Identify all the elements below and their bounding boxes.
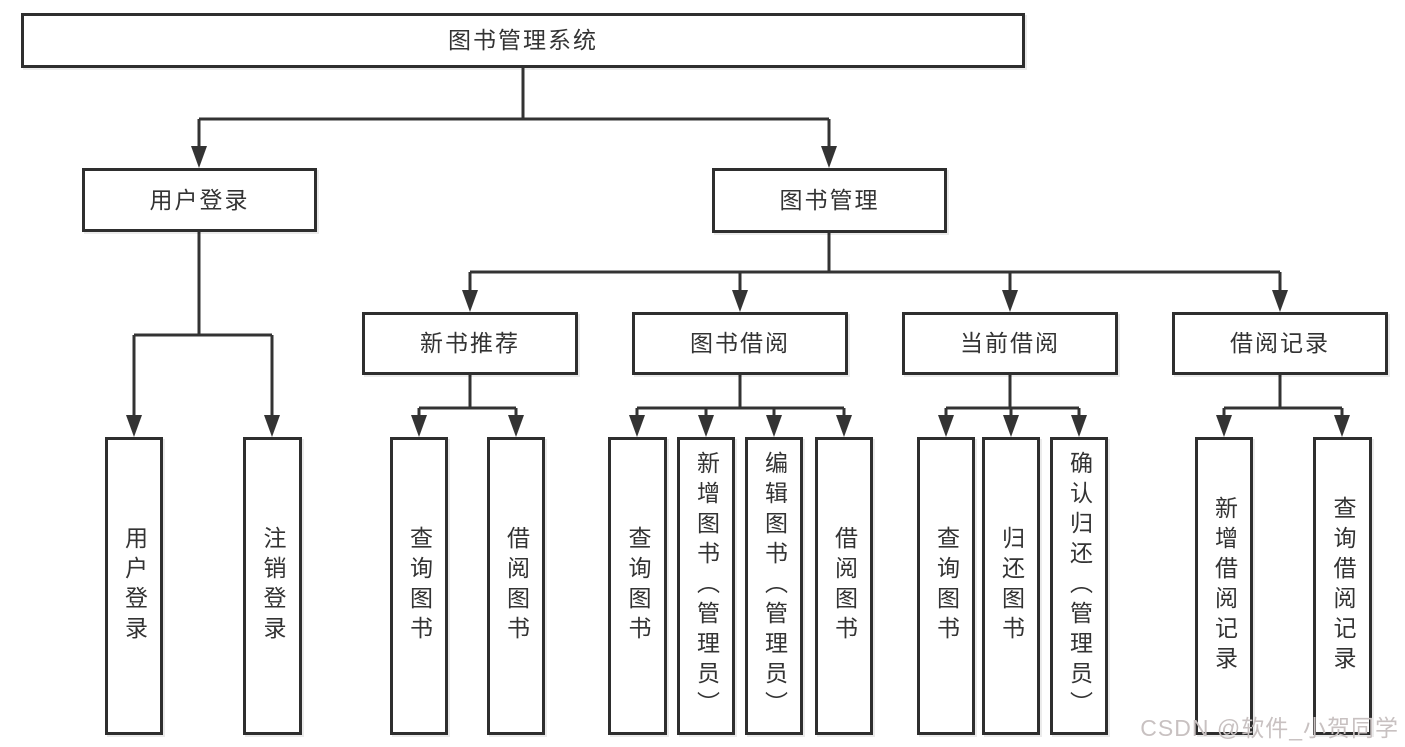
leaf-confirm-return-admin: 确认归还（管理员） xyxy=(1050,437,1108,735)
node-new-book-recommend: 新书推荐 xyxy=(362,312,578,375)
leaf-edit-books-admin: 编辑图书（管理员） xyxy=(745,437,803,735)
csdn-watermark: CSDN @软件_小贺同学 xyxy=(1140,715,1399,741)
node-current-borrow: 当前借阅 xyxy=(902,312,1118,375)
leaf-query-books-recommend-label: 查询图书 xyxy=(406,526,433,646)
node-root-library-system: 图书管理系统 xyxy=(21,13,1025,68)
leaf-query-books-current-label: 查询图书 xyxy=(933,526,960,646)
leaf-edit-books-admin-label: 编辑图书（管理员） xyxy=(761,451,788,721)
node-borrow-record-label: 借阅记录 xyxy=(1230,330,1330,356)
node-user-login-label: 用户登录 xyxy=(149,186,250,213)
leaf-query-books-borrow: 查询图书 xyxy=(608,437,667,735)
node-user-login: 用户登录 xyxy=(82,168,317,232)
leaf-return-books-label: 归还图书 xyxy=(998,526,1025,646)
leaf-user-login: 用户登录 xyxy=(105,437,163,735)
leaf-query-borrow-record-label: 查询借阅记录 xyxy=(1330,496,1356,676)
leaf-query-books-recommend: 查询图书 xyxy=(390,437,448,735)
leaf-add-books-admin: 新增图书（管理员） xyxy=(677,437,735,735)
leaf-add-books-admin-label: 新增图书（管理员） xyxy=(693,451,720,721)
leaf-add-borrow-record-label: 新增借阅记录 xyxy=(1211,496,1238,676)
leaf-borrow-books-recommend: 借阅图书 xyxy=(487,437,545,735)
leaf-return-books: 归还图书 xyxy=(982,437,1040,735)
leaf-confirm-return-admin-label: 确认归还（管理员） xyxy=(1066,451,1093,721)
node-current-borrow-label: 当前借阅 xyxy=(960,330,1060,356)
leaf-add-borrow-record: 新增借阅记录 xyxy=(1195,437,1253,735)
node-book-borrow-label: 图书借阅 xyxy=(690,330,790,356)
node-book-management: 图书管理 xyxy=(712,168,947,233)
node-new-book-recommend-label: 新书推荐 xyxy=(420,330,520,356)
leaf-borrow-books: 借阅图书 xyxy=(815,437,873,735)
node-borrow-record: 借阅记录 xyxy=(1172,312,1388,375)
leaf-query-books-borrow-label: 查询图书 xyxy=(625,526,651,646)
leaf-query-books-current: 查询图书 xyxy=(917,437,975,735)
leaf-borrow-books-label: 借阅图书 xyxy=(831,526,858,646)
leaf-logout-label: 注销登录 xyxy=(260,526,286,646)
leaf-logout: 注销登录 xyxy=(243,437,302,735)
node-book-management-label: 图书管理 xyxy=(779,187,880,213)
leaf-query-borrow-record: 查询借阅记录 xyxy=(1313,437,1372,735)
node-root-label: 图书管理系统 xyxy=(448,27,598,53)
leaf-borrow-books-recommend-label: 借阅图书 xyxy=(503,526,530,646)
leaf-user-login-label: 用户登录 xyxy=(121,526,148,646)
node-book-borrow: 图书借阅 xyxy=(632,312,848,375)
